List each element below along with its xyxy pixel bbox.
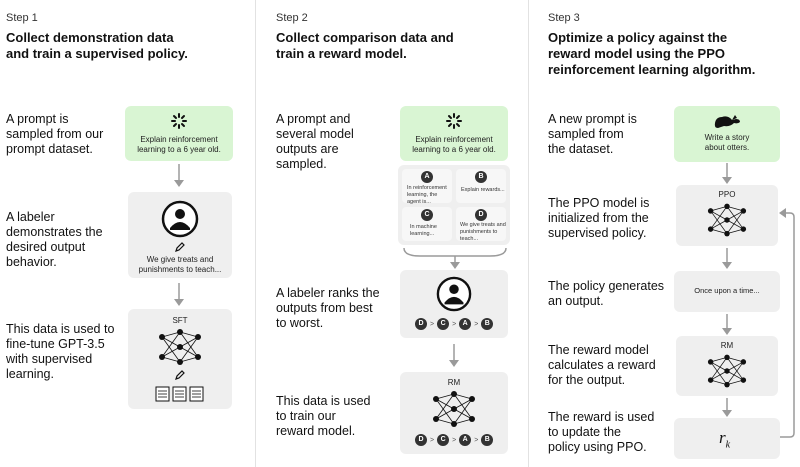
greater-than-sign: > [452,436,457,444]
step3-arrow-2 [722,248,732,269]
step3-arrow-3 [722,314,732,335]
step3-arrow-1 [722,163,732,184]
output-b-text: Explain rewards... [461,187,505,193]
rm-network-icon [707,354,747,388]
rm-network-icon [433,391,475,427]
step3-rm-card: RM [676,336,778,396]
step3-ppo-card: PPO [676,185,778,246]
output-c-badge: C [421,209,433,221]
step1-arrow-1 [174,164,184,187]
labeler-avatar-icon [436,276,472,312]
column-divider-2 [528,0,529,467]
step2-ranking-1: D> C> A> B [415,318,494,330]
documents-icon [155,386,204,402]
rank-c-badge: C [437,434,450,446]
step2-label: Step 2 [276,12,308,24]
step2-rank-card: D> C> A> B [400,270,508,338]
ppo-label: PPO [718,190,736,199]
step1-sft-card: SFT [128,309,232,409]
sft-network-icon [159,329,201,365]
greater-than-sign: > [474,320,479,328]
column-divider-1 [255,0,256,467]
greater-than-sign: > [430,320,435,328]
rm-label: RM [447,378,461,387]
output-d-badge: D [475,209,487,221]
rm-label: RM [720,341,734,350]
rank-d-badge: D [415,434,427,446]
rank-a-badge: A [459,318,472,330]
output-a-badge: A [421,171,433,183]
reward-symbol: rk [719,428,731,451]
pencil-icon [175,370,185,380]
otter-icon [714,115,740,128]
rank-d-badge: D [415,318,427,330]
rank-a-badge: A [459,434,472,446]
step3-label: Step 3 [548,12,580,24]
refresh-icon [446,113,462,129]
policy-output-text: Once upon a time... [694,286,760,295]
rank-c-badge: C [437,318,450,330]
step2-rm-card: RM D> C> A> B [400,372,508,454]
step3-reward-card: rk [674,418,780,459]
sft-label: SFT [172,316,188,325]
labeler-avatar-icon [161,200,199,238]
greater-than-sign: > [452,320,457,328]
step1-arrow-2 [174,283,184,306]
greater-than-sign: > [474,436,479,444]
rank-b-badge: B [481,318,494,330]
step2-arrow-2 [449,344,459,367]
pencil-icon [175,242,185,252]
step2-ranking-2: D> C> A> B [415,434,494,446]
output-b-badge: B [475,171,487,183]
step2-merge-arrow [403,247,507,269]
step3-arrow-4 [722,398,732,417]
greater-than-sign: > [430,436,435,444]
ppo-network-icon [707,203,747,237]
refresh-icon [171,113,187,129]
step3-output-card: Once upon a time... [674,271,780,312]
step1-label: Step 1 [6,12,38,24]
ppo-update-loop-arrow [779,208,795,438]
rank-b-badge: B [481,434,494,446]
output-b: B Explain rewards... [456,169,506,203]
